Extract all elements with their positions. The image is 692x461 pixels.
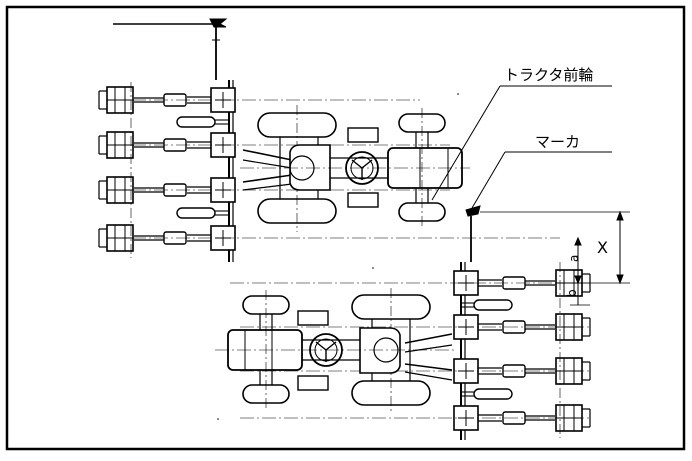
label-dimension-a: a [567,255,581,262]
top-tractor-assembly [98,18,560,262]
speck [372,267,374,269]
bottom-tractor-assembly [215,205,591,440]
speck [457,93,459,95]
label-tractor-front-wheel: トラクタ前輪 [504,66,593,84]
figure-frame [5,5,686,451]
label-dimension-x: X [597,238,608,257]
label-dimension-b: b [565,289,579,297]
label-marker: マーカ [535,133,580,151]
annotations [431,85,630,306]
speck [217,418,219,420]
